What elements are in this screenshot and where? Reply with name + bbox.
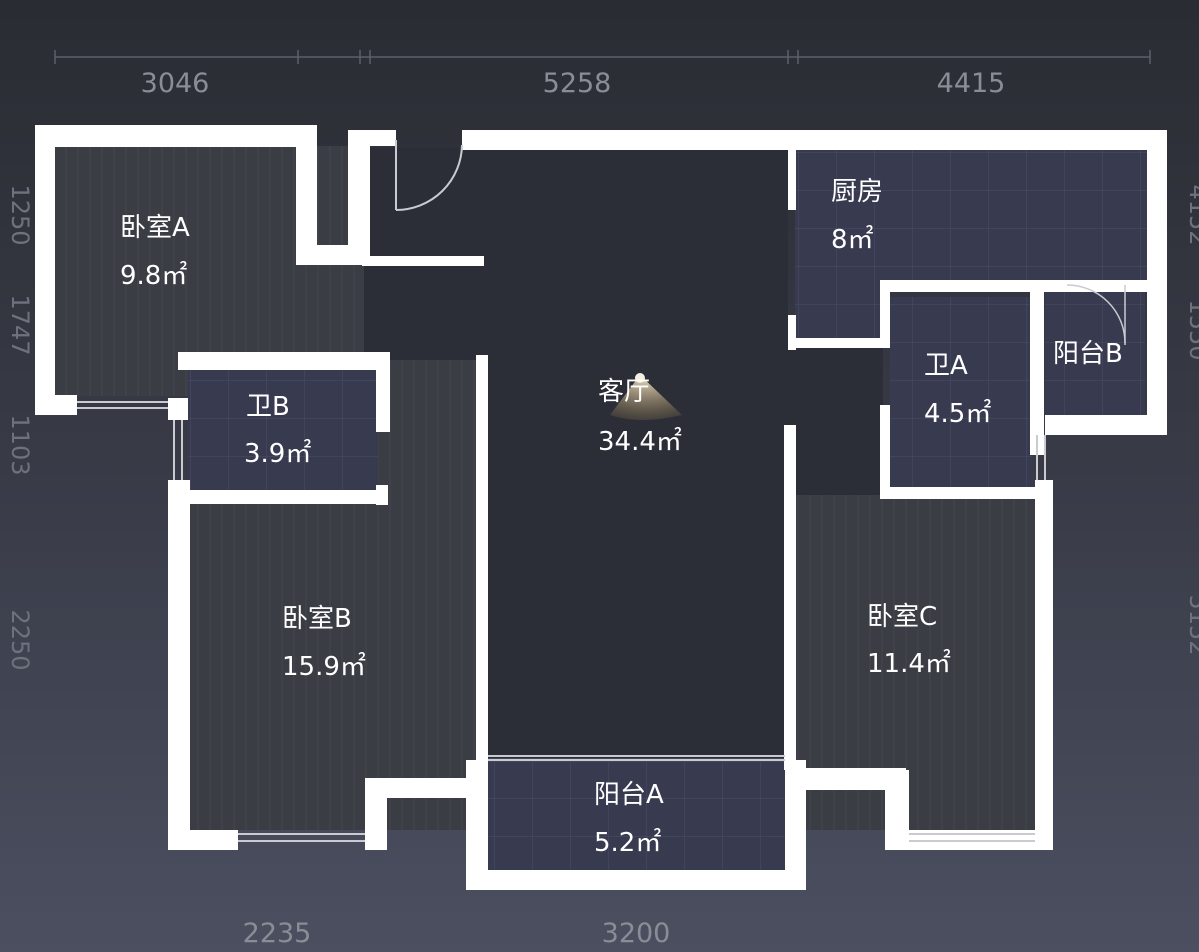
bottom-dimension-1: 2235 — [243, 918, 312, 949]
right-dimension-1: 4152 — [1184, 184, 1199, 245]
kitchen-floor-lower — [795, 280, 885, 342]
bathroom-a-name: 卫A — [924, 351, 968, 381]
bedroom-a-area: 9.8㎡ — [120, 261, 187, 291]
top-dimension-1: 3046 — [141, 68, 210, 99]
bedroom-a-name: 卧室A — [120, 213, 190, 243]
balcony-a-floor — [487, 762, 785, 870]
balcony-b-name: 阳台B — [1053, 339, 1123, 369]
kitchen-area: 8㎡ — [831, 225, 874, 255]
left-dimension-2: 1747 — [6, 294, 34, 355]
viewpoint-icon — [610, 375, 682, 420]
left-dimension-4: 2250 — [6, 609, 34, 670]
entry-door — [395, 140, 463, 211]
bathroom-a-area: 4.5㎡ — [924, 399, 991, 429]
balcony-a-name: 阳台A — [594, 780, 664, 810]
bedroom-b-name: 卧室B — [282, 604, 352, 634]
bottom-dimension-2: 3200 — [602, 918, 671, 949]
bathroom-a-floor — [890, 297, 1032, 493]
windows — [77, 401, 1046, 842]
bathroom-b-area: 3.9㎡ — [244, 439, 311, 469]
corridor-floor — [788, 345, 883, 495]
right-dimension-2: 1550 — [1184, 299, 1199, 360]
balcony-b-door — [1066, 284, 1126, 345]
bedroom-c-area: 11.4㎡ — [867, 649, 951, 679]
right-dimension-3: 5152 — [1184, 594, 1199, 655]
bathroom-b-floor — [188, 370, 378, 495]
viewpoint-dot — [635, 373, 645, 383]
left-dimension-3: 1103 — [6, 414, 34, 475]
walls — [35, 125, 1167, 890]
bedroom-b-area: 15.9㎡ — [282, 652, 366, 682]
balcony-a-area: 5.2㎡ — [594, 828, 661, 858]
top-dimension-2: 5258 — [543, 68, 612, 99]
left-dimension-1: 1250 — [6, 184, 34, 245]
kitchen-floor — [795, 150, 1150, 280]
bathroom-b-name: 卫B — [246, 392, 290, 422]
entry-floor — [362, 265, 487, 360]
top-dimension-line — [54, 50, 1151, 64]
kitchen-name: 厨房 — [831, 177, 883, 207]
balcony-b-floor — [1045, 288, 1145, 416]
living-room-area: 34.4㎡ — [598, 427, 682, 457]
top-dimension-3: 4415 — [937, 68, 1006, 99]
bedroom-c-name: 卧室C — [867, 602, 937, 632]
living-room-name: 客厅 — [598, 377, 650, 407]
